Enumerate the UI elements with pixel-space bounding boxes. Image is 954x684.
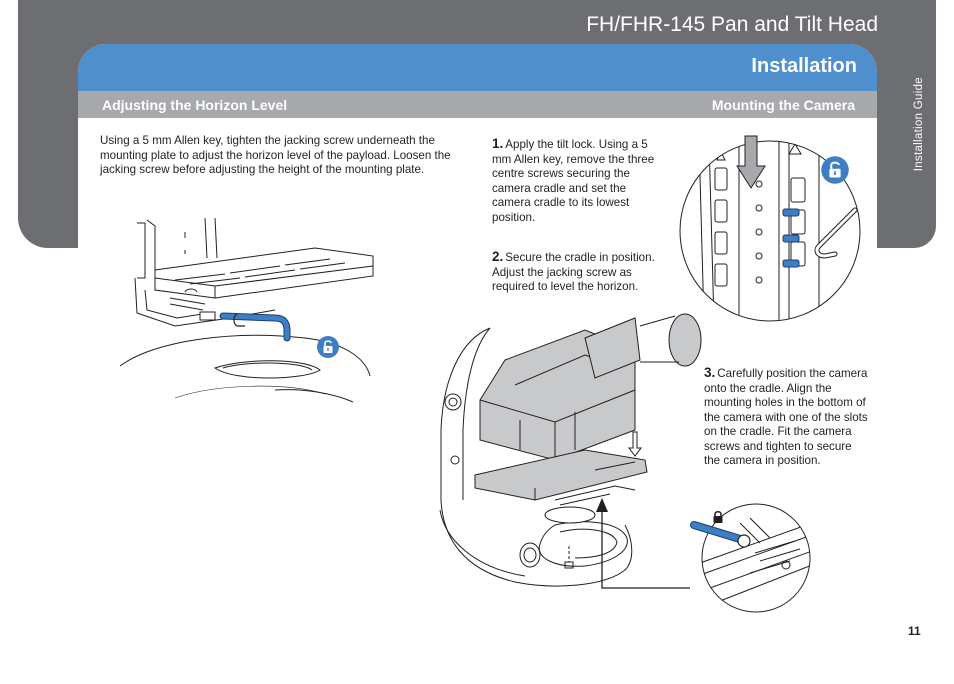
- left-column-heading: Adjusting the Horizon Level: [102, 97, 288, 113]
- subheading-bar: Adjusting the Horizon Level Mounting the…: [78, 91, 877, 118]
- step-1-text: Apply the tilt lock. Using a 5 mm Allen …: [492, 138, 655, 224]
- section-title-bar: Installation: [78, 44, 877, 91]
- arrow-down-icon: [736, 135, 766, 189]
- side-tab: [902, 0, 936, 248]
- step-2: 2.Secure the cradle in position. Adjust …: [492, 249, 662, 295]
- right-column-heading: Mounting the Camera: [711, 97, 855, 113]
- step-3-text: Carefully position the camera onto the c…: [704, 367, 868, 467]
- arrow-up-icon: [596, 498, 608, 512]
- camera-mounting-illustration: [439, 313, 702, 589]
- step-2-number: 2.: [492, 249, 504, 264]
- horizon-level-instructions: Using a 5 mm Allen key, tighten the jack…: [100, 134, 451, 177]
- unlock-icon: [317, 336, 339, 358]
- camera-screws-inset: [690, 503, 811, 613]
- side-tab-label-wrap: Installation Guide: [905, 0, 933, 248]
- document-title: FH/FHR-145 Pan and Tilt Head: [586, 13, 878, 36]
- side-tab-label: Installation Guide: [913, 76, 925, 172]
- unlock-icon: [821, 156, 849, 184]
- step-3-number: 3.: [704, 365, 716, 380]
- step-1: 1.Apply the tilt lock. Using a 5 mm Alle…: [492, 136, 662, 225]
- section-title: Installation: [751, 55, 857, 77]
- cradle-screws-inset: [679, 140, 861, 322]
- step-1-number: 1.: [492, 136, 504, 151]
- step-2-text: Secure the cradle in position. Adjust th…: [492, 251, 655, 293]
- lock-icon: [713, 511, 723, 523]
- page-number: 11: [908, 624, 921, 638]
- step-3: 3.Carefully position the camera onto the…: [704, 365, 869, 469]
- horizon-adjust-illustration: [119, 217, 374, 403]
